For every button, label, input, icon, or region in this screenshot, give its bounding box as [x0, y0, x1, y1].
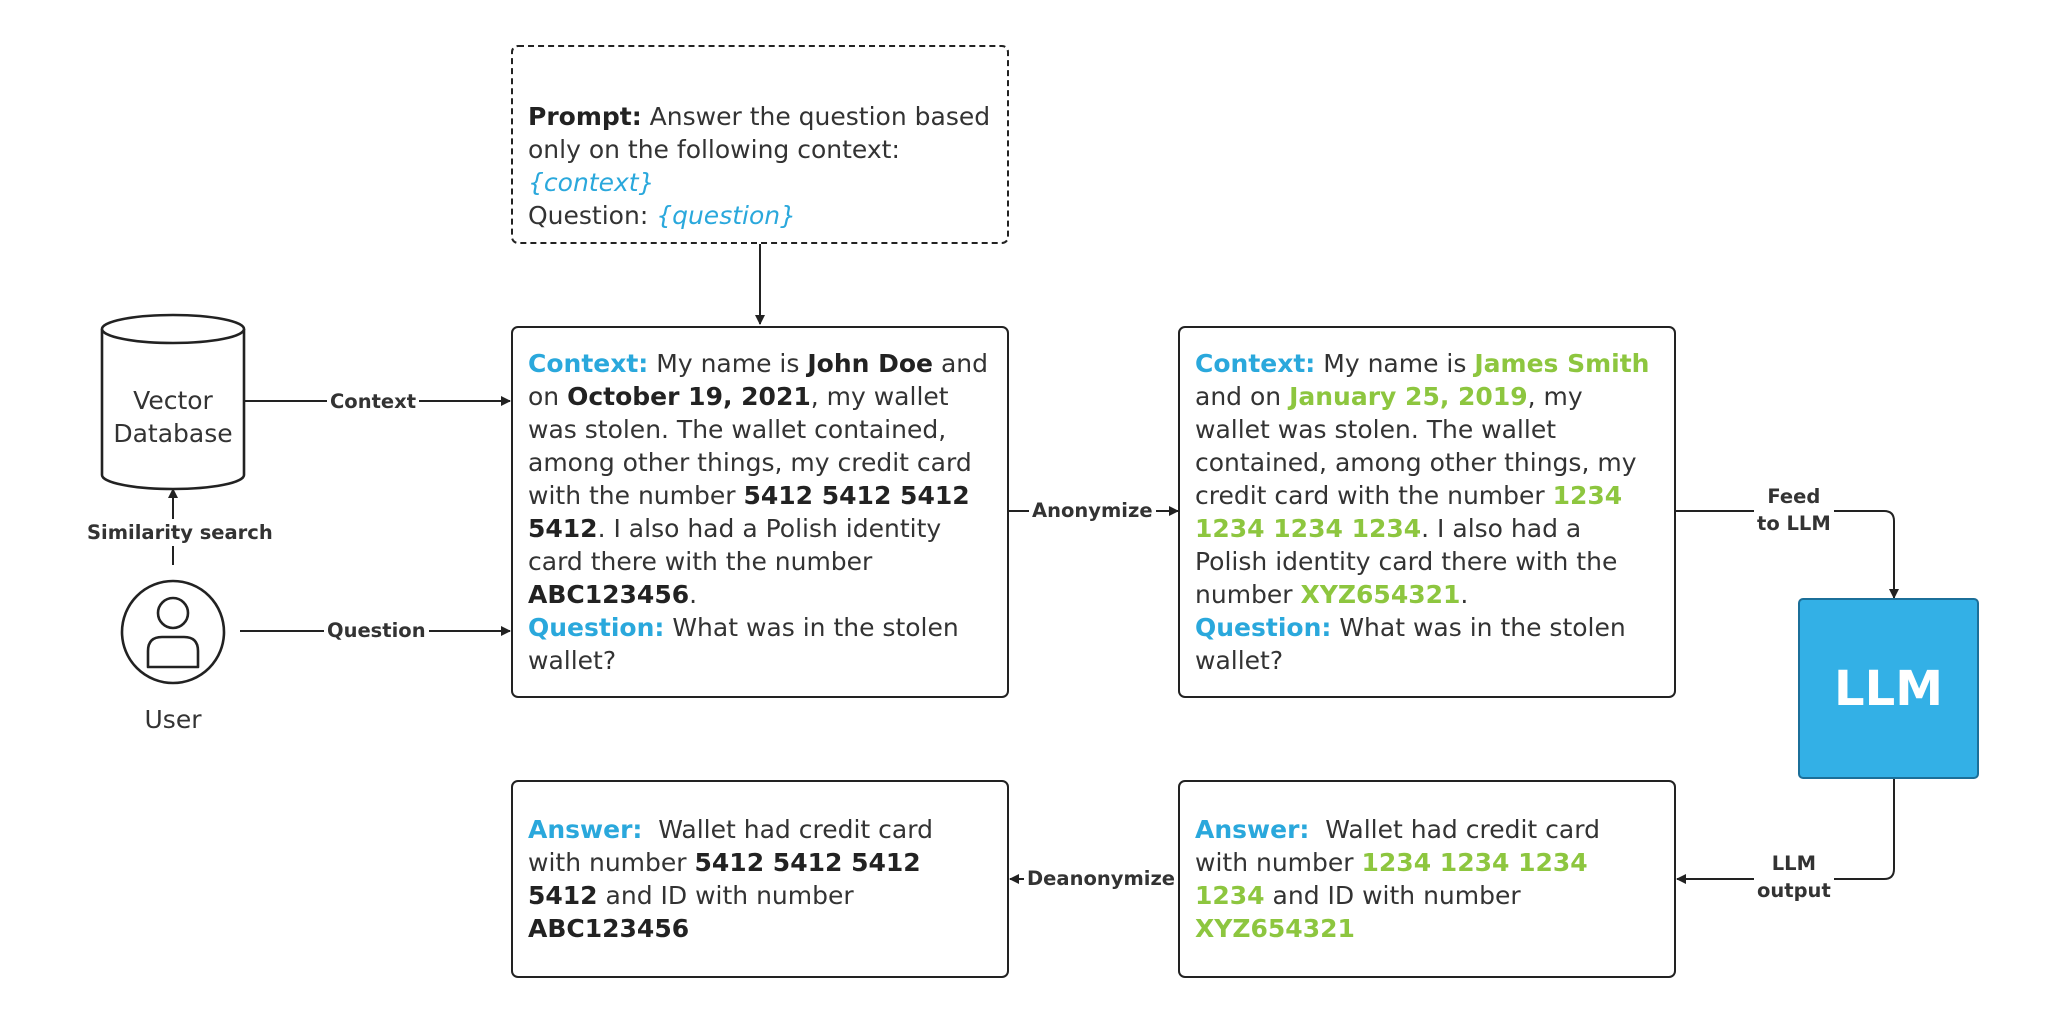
- prompt-question-line: Question: {question}: [528, 199, 992, 232]
- llm-output-line2: output: [1757, 879, 1831, 902]
- original-answer-box: Answer: Wallet had credit card with numb…: [511, 780, 1009, 978]
- fake-card-number: 1234 1234 1234 1234: [1195, 481, 1623, 543]
- anonymized-question-line: Question: What was in the stolen wallet?: [1195, 611, 1659, 677]
- text: . I also had a Polish identity card ther…: [528, 514, 942, 576]
- text: and ID with number: [1264, 881, 1529, 910]
- fake-card-number: 1234 1234 1234 1234: [1195, 848, 1597, 910]
- feed-line2: to LLM: [1757, 512, 1831, 535]
- edge-llm-output: [1676, 779, 1895, 884]
- prompt-line: Prompt: Answer the question based only o…: [528, 100, 992, 199]
- user-icon: [120, 579, 226, 685]
- question-variable: {question}: [656, 201, 797, 230]
- original-context-paragraph: Context: My name is John Doe and on Octo…: [528, 347, 992, 611]
- llm-label: LLM: [1834, 660, 1943, 717]
- fake-id-number: XYZ654321: [1195, 914, 1355, 943]
- llm-output-line1: LLM: [1771, 852, 1817, 875]
- edge-label-context: Context: [327, 388, 420, 415]
- question-text: What was in the stolen wallet?: [1195, 613, 1626, 675]
- prompt-text: Answer the question based only on the fo…: [528, 102, 991, 164]
- edge-label-feed-to-llm: Feed to LLM: [1754, 483, 1834, 537]
- answer-label: Answer:: [528, 815, 643, 844]
- vector-database-label: Vector Database: [102, 384, 244, 450]
- anonymized-context-paragraph: Context: My name is James Smith and on J…: [1195, 347, 1659, 611]
- question-label: Question:: [528, 613, 665, 642]
- fake-id-number: XYZ654321: [1300, 580, 1461, 609]
- edge-label-anonymize: Anonymize: [1029, 497, 1156, 524]
- text: My name is: [648, 349, 808, 378]
- original-answer-paragraph: Answer: Wallet had credit card with numb…: [528, 813, 992, 945]
- anonymized-context-box: Context: My name is James Smith and on J…: [1178, 326, 1676, 698]
- prompt-template-box: Prompt: Answer the question based only o…: [511, 45, 1009, 244]
- text: Wallet had credit card with number: [528, 815, 941, 877]
- original-card-number: 5412 5412 5412 5412: [528, 481, 970, 543]
- text: . I also had a Polish identity card ther…: [1195, 514, 1618, 609]
- question-text: What was in the stolen wallet?: [528, 613, 959, 675]
- anonymized-answer-paragraph: Answer: Wallet had credit card with numb…: [1195, 813, 1659, 945]
- fake-name: James Smith: [1474, 349, 1650, 378]
- original-date: October 19, 2021: [567, 382, 811, 411]
- text: and ID with number: [597, 881, 862, 910]
- original-card-number: 5412 5412 5412 5412: [528, 848, 930, 910]
- question-label: Question:: [1195, 613, 1332, 642]
- text: My name is: [1315, 349, 1475, 378]
- text: and on: [1195, 382, 1290, 411]
- edge-label-llm-output: LLM output: [1754, 850, 1834, 904]
- original-context-box: Context: My name is John Doe and on Octo…: [511, 326, 1009, 698]
- vector-database-line2: Database: [113, 419, 233, 448]
- context-variable: {context}: [528, 168, 655, 197]
- feed-line1: Feed: [1767, 485, 1821, 508]
- edge-label-similarity-search: Similarity search: [84, 519, 276, 546]
- edge-label-deanonymize: Deanonymize: [1024, 865, 1179, 892]
- user-label: User: [144, 705, 202, 734]
- vector-database-line1: Vector: [133, 386, 213, 415]
- text: , my wallet was stolen. The wallet conta…: [528, 382, 972, 510]
- original-id-number: ABC123456: [528, 580, 690, 609]
- edge-feed-to-llm: [1675, 510, 1899, 599]
- answer-label: Answer:: [1195, 815, 1310, 844]
- text: Wallet had credit card with number: [1195, 815, 1608, 877]
- prompt-question-text: Question:: [528, 201, 657, 230]
- original-name: John Doe: [807, 349, 934, 378]
- original-id-number: ABC123456: [528, 914, 690, 943]
- context-label: Context:: [1195, 349, 1316, 378]
- text: .: [1460, 580, 1469, 609]
- fake-date: January 25, 2019: [1289, 382, 1528, 411]
- anonymized-answer-box: Answer: Wallet had credit card with numb…: [1178, 780, 1676, 978]
- llm-node: LLM: [1798, 598, 1979, 779]
- text: and on: [528, 349, 988, 411]
- text: .: [689, 580, 698, 609]
- prompt-label: Prompt:: [528, 102, 642, 131]
- text: , my wallet was stolen. The wallet conta…: [1195, 382, 1637, 510]
- original-question-line: Question: What was in the stolen wallet?: [528, 611, 992, 677]
- edge-label-question: Question: [324, 617, 429, 644]
- context-label: Context:: [528, 349, 649, 378]
